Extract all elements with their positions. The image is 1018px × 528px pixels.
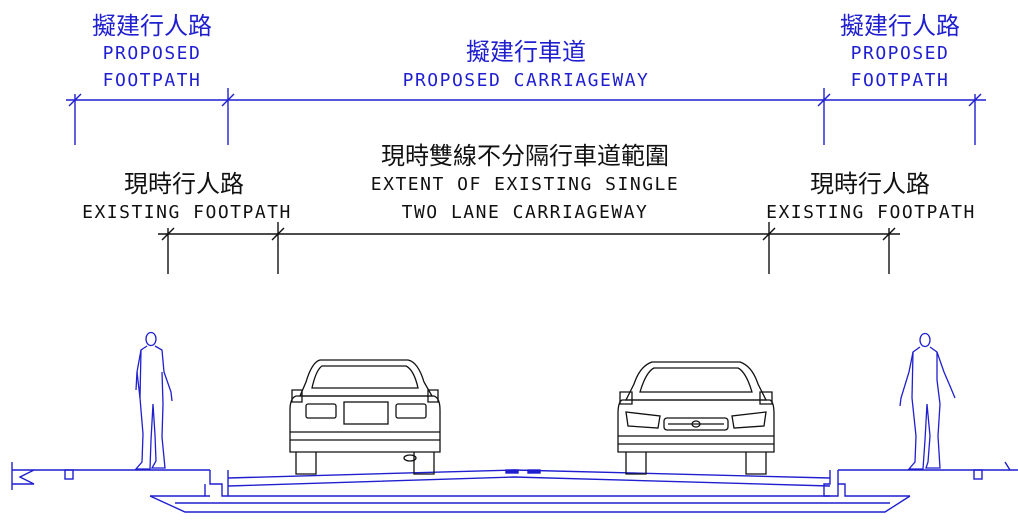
existing-dimension-line bbox=[158, 222, 900, 274]
proposed-carriageway-en: PROPOSED CARRIAGEWAY bbox=[402, 70, 650, 91]
proposed-footpath-right-en1: PROPOSED bbox=[850, 43, 950, 64]
car-front-icon bbox=[617, 361, 775, 475]
existing-footpath-left-zh: 現時行人路 bbox=[124, 170, 244, 198]
existing-carriageway-en2: TWO LANE CARRIAGEWAY bbox=[401, 202, 649, 223]
existing-carriageway-en1: EXTENT OF EXISTING SINGLE bbox=[370, 174, 680, 195]
proposed-footpath-right-zh: 擬建行人路 bbox=[840, 12, 960, 40]
proposed-dimension-line bbox=[66, 88, 986, 145]
proposed-footpath-left-en2: FOOTPATH bbox=[102, 70, 202, 91]
existing-footpath-right-en: EXISTING FOOTPATH bbox=[766, 202, 976, 223]
road-section bbox=[11, 461, 1018, 513]
proposed-carriageway-zh: 擬建行車道 bbox=[466, 38, 586, 66]
car-rear-icon bbox=[289, 359, 441, 475]
existing-carriageway-zh: 現時雙線不分隔行車道範圍 bbox=[381, 142, 669, 170]
pedestrian-icon bbox=[899, 332, 956, 470]
proposed-footpath-left-en1: PROPOSED bbox=[102, 43, 202, 64]
proposed-footpath-right-en2: FOOTPATH bbox=[850, 70, 950, 91]
pedestrian-icon bbox=[134, 331, 173, 470]
existing-footpath-left-en: EXISTING FOOTPATH bbox=[82, 202, 292, 223]
existing-footpath-right-zh: 現時行人路 bbox=[810, 170, 930, 198]
proposed-footpath-left-zh: 擬建行人路 bbox=[92, 12, 212, 40]
